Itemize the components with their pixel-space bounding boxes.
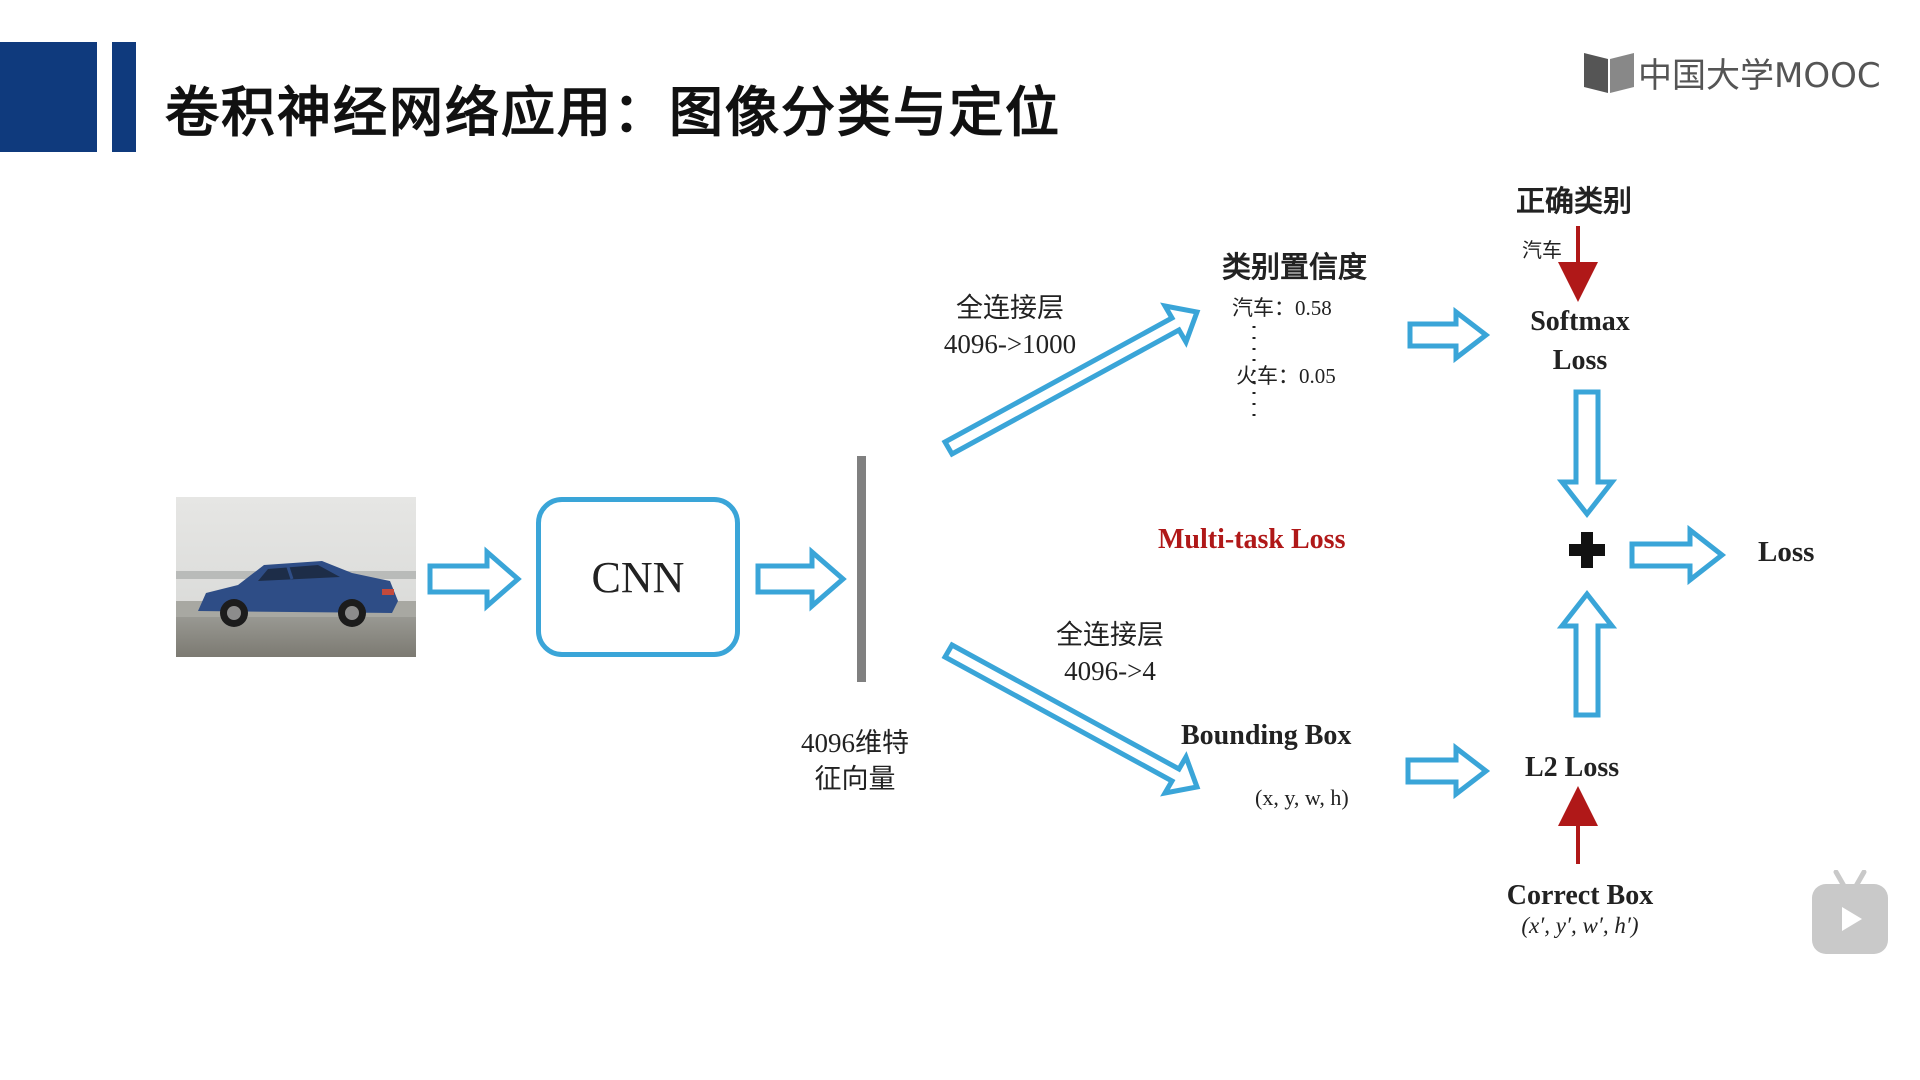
- softmax-line-1: Softmax: [1530, 306, 1630, 337]
- fc-bottom-title: 全连接层: [1056, 620, 1164, 650]
- multi-task-loss-label: Multi-task Loss: [1158, 524, 1346, 555]
- arrow-l2-to-plus: [1556, 589, 1618, 718]
- page-title: 卷积神经网络应用：图像分类与定位: [165, 81, 1061, 144]
- softmax-loss-label: Softmax Loss: [1490, 302, 1670, 380]
- l2-loss-label: L2 Loss: [1525, 752, 1620, 783]
- bounding-box-coords: (x, y, w, h): [1255, 785, 1349, 810]
- correct-box-title: Correct Box: [1506, 880, 1654, 911]
- total-loss-label: Loss: [1758, 536, 1815, 568]
- mooc-logo: 中国大学MOOC: [1580, 44, 1881, 100]
- arrow-softmax-to-plus: [1556, 389, 1618, 519]
- header-bar-accent: [112, 42, 136, 152]
- confidence-item-1: 汽车：0.58: [1232, 296, 1332, 320]
- fc-bottom-label: 全连接层 4096->4: [1010, 617, 1210, 689]
- arrow-cnn-to-feature: [755, 546, 847, 612]
- softmax-line-2: Loss: [1552, 345, 1608, 376]
- correct-class-value: 汽车: [1522, 238, 1562, 262]
- arrow-fc-bottom: [941, 641, 1201, 797]
- correct-class-title: 正确类别: [1516, 184, 1633, 218]
- arrow-bbox-to-l2: [1405, 742, 1491, 800]
- arrow-image-to-cnn: [427, 546, 522, 612]
- fc-top-label: 全连接层 4096->1000: [910, 290, 1110, 362]
- fc-bottom-dims: 4096->4: [1064, 656, 1156, 686]
- class-confidence-title: 类别置信度: [1222, 250, 1368, 284]
- arrow-plus-to-loss: [1629, 524, 1727, 586]
- feature-vector-line-2: 征向量: [814, 764, 896, 794]
- feature-vector-label: 4096维特 征向量: [780, 725, 930, 797]
- play-button[interactable]: [1812, 884, 1888, 954]
- feature-vector-line-1: 4096维特: [801, 728, 909, 758]
- logo-text: 中国大学MOOC: [1638, 55, 1881, 96]
- arrow-fc-top: [941, 302, 1201, 458]
- fc-top-dims: 4096->1000: [943, 329, 1077, 359]
- feature-vector-bar: [857, 456, 866, 682]
- confidence-item-2: 火车：0.05: [1236, 364, 1336, 388]
- arrow-conf-to-softmax: [1407, 306, 1491, 364]
- bounding-box-title: Bounding Box: [1181, 720, 1352, 751]
- cnn-block: CNN: [536, 497, 740, 657]
- tv-antenna-icon: [1833, 870, 1867, 889]
- cnn-label: CNN: [591, 552, 685, 602]
- header-bar: [0, 42, 97, 152]
- car-image: [176, 497, 416, 657]
- plus-icon: [1569, 532, 1605, 568]
- correct-box-coords: (x′, y′, w′, h′): [1521, 913, 1639, 938]
- fc-top-title: 全连接层: [956, 293, 1064, 323]
- play-icon: [1842, 907, 1862, 931]
- book-icon: [1584, 53, 1634, 93]
